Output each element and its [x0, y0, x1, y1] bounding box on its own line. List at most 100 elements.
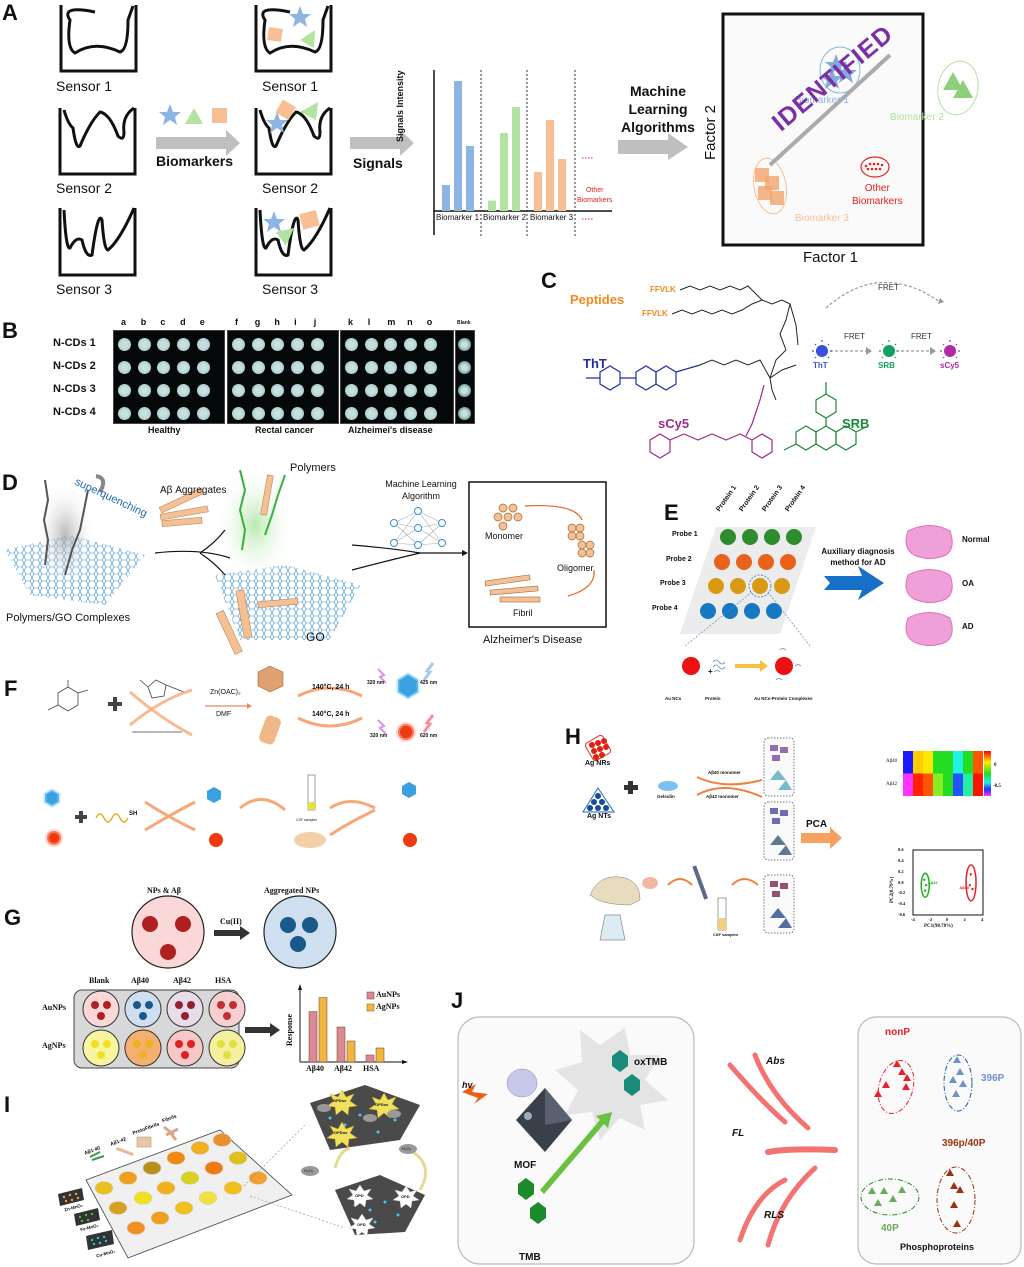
h-pca-label-40: Aβ40	[959, 885, 970, 891]
d-go-sheet-2	[215, 565, 360, 640]
e-brain-normal	[905, 525, 953, 559]
b-spot	[291, 338, 305, 351]
b-row-label: N-CDs 1	[53, 337, 96, 349]
b-spot	[458, 384, 471, 397]
j-green-arrow	[540, 1112, 612, 1194]
b-row-label: N-CDs 3	[53, 383, 96, 395]
b-spot	[271, 361, 285, 374]
g-response-ylabel: Response	[285, 1013, 294, 1046]
b-spot	[118, 361, 131, 374]
j-enzyme	[506, 1068, 538, 1098]
b-spot	[157, 384, 171, 397]
i-well	[126, 1221, 146, 1235]
b-spot	[177, 338, 191, 351]
h-mono40: Aβ40 monomer	[708, 770, 741, 775]
d-go-sheet-1	[5, 535, 145, 605]
h-sample-box-3	[763, 874, 795, 934]
b-spot	[345, 361, 358, 374]
c-scy5-label: sCy5	[658, 416, 690, 431]
d-ml-line-1: Machine Learning	[385, 479, 457, 489]
b-column-label: e	[199, 317, 205, 327]
e-protein-label: Protein 4	[784, 484, 808, 513]
e-protein-icon	[712, 659, 726, 673]
e-probe-dot	[708, 578, 724, 594]
h-ag-nts	[582, 787, 615, 813]
e-probe-label: Probe 2	[666, 556, 692, 563]
e-au-nc-label: Au NCs	[665, 696, 682, 701]
g-legend-ag-swatch	[366, 1003, 375, 1012]
ml-line-3: Algorithms	[621, 119, 695, 135]
b-spot	[271, 384, 285, 397]
sensor-1-empty	[59, 5, 138, 73]
c-fret-top: FRET	[878, 283, 899, 292]
g-well-particle	[187, 1001, 195, 1009]
e-probe-dot	[786, 529, 802, 545]
g-well-plate	[73, 989, 240, 1069]
e-brain-oa	[905, 569, 953, 603]
sensor-3-bound	[254, 207, 333, 277]
g-legend-ag: AgNPs	[376, 1002, 400, 1011]
h-pca-ellipse	[920, 872, 930, 898]
h-pca-label-42: Aβ42	[927, 879, 938, 885]
j-sample-triangle	[889, 1195, 897, 1202]
d-polymers-label: Polymers	[290, 462, 336, 474]
h-plus	[624, 781, 638, 794]
cluster-other-line-1: Other	[864, 183, 890, 194]
h-pca-ytick: -0.6	[898, 912, 906, 917]
h-pca-ellipse	[965, 864, 977, 902]
h-cbar-neg: -0.5	[993, 784, 1001, 789]
b-spot	[232, 384, 245, 397]
j-sample-triangle	[880, 1187, 888, 1194]
i-well	[228, 1151, 248, 1165]
e-probe-dot	[752, 578, 768, 594]
f-ligand-2	[132, 679, 185, 733]
h-gelsolin-label: Gelsolin	[657, 794, 675, 799]
b-group-alzheimer: Alzheimei's disease	[348, 425, 433, 435]
b-column-label: b	[140, 317, 147, 327]
b-spot	[384, 407, 398, 420]
e-arrow-line-2: method for AD	[830, 558, 886, 567]
f-em-2: 620 nm	[420, 733, 438, 739]
h-heatmap-cell	[923, 751, 933, 774]
e-probe-dot	[758, 554, 774, 570]
c-ffvlk-1: FFVLK	[650, 285, 676, 294]
i-opd-1: OPD	[355, 1193, 364, 1198]
g-well-particle	[223, 1051, 231, 1059]
g-response-bar	[365, 1054, 375, 1063]
sensor-1-bound-label: Sensor 1	[262, 78, 319, 94]
cluster-other-line-2: Biomarkers	[852, 196, 903, 207]
b-spot	[137, 384, 151, 397]
e-outcome-normal: Normal	[962, 535, 990, 544]
c-scy5-sun	[944, 345, 956, 357]
panel-label-i: I	[4, 1092, 11, 1117]
h-pca-xtick: 0	[946, 917, 949, 922]
g-well-particle	[181, 1051, 189, 1059]
g-well-column-label: Aβ40	[131, 976, 149, 985]
b-spot	[251, 384, 265, 397]
i-well	[150, 1211, 170, 1225]
d-polymer-quenched	[42, 479, 89, 576]
sensor-1-label: Sensor 1	[56, 78, 113, 94]
c-fret-1: FRET	[844, 332, 865, 341]
i-nanozyme-cu	[86, 1230, 114, 1250]
h-heatmap-cell	[913, 751, 923, 774]
i-well	[190, 1141, 210, 1155]
b-spot	[232, 361, 245, 374]
b-column-label: l	[367, 317, 371, 327]
j-tmb-label: TMB	[519, 1252, 541, 1263]
sensor-3-empty	[58, 207, 137, 277]
j-sample-triangle	[874, 1090, 882, 1097]
b-column-label: i	[294, 317, 297, 327]
g-well-particle	[133, 1040, 141, 1048]
f-aptamer	[95, 813, 129, 823]
i-opd-2: OPD	[401, 1194, 410, 1199]
i-opdox-2: OPDox	[375, 1102, 389, 1107]
i-opdox-3: OPDox	[334, 1130, 348, 1135]
signals-arrow-label: Signals	[353, 155, 403, 171]
c-peptides-label: Peptides	[570, 292, 625, 307]
signal-bar	[546, 120, 554, 211]
j-sample-triangle	[902, 1083, 910, 1090]
cluster-biomarker-3	[753, 157, 787, 215]
b-spot	[232, 407, 245, 420]
j-abs: Abs	[766, 1056, 785, 1067]
